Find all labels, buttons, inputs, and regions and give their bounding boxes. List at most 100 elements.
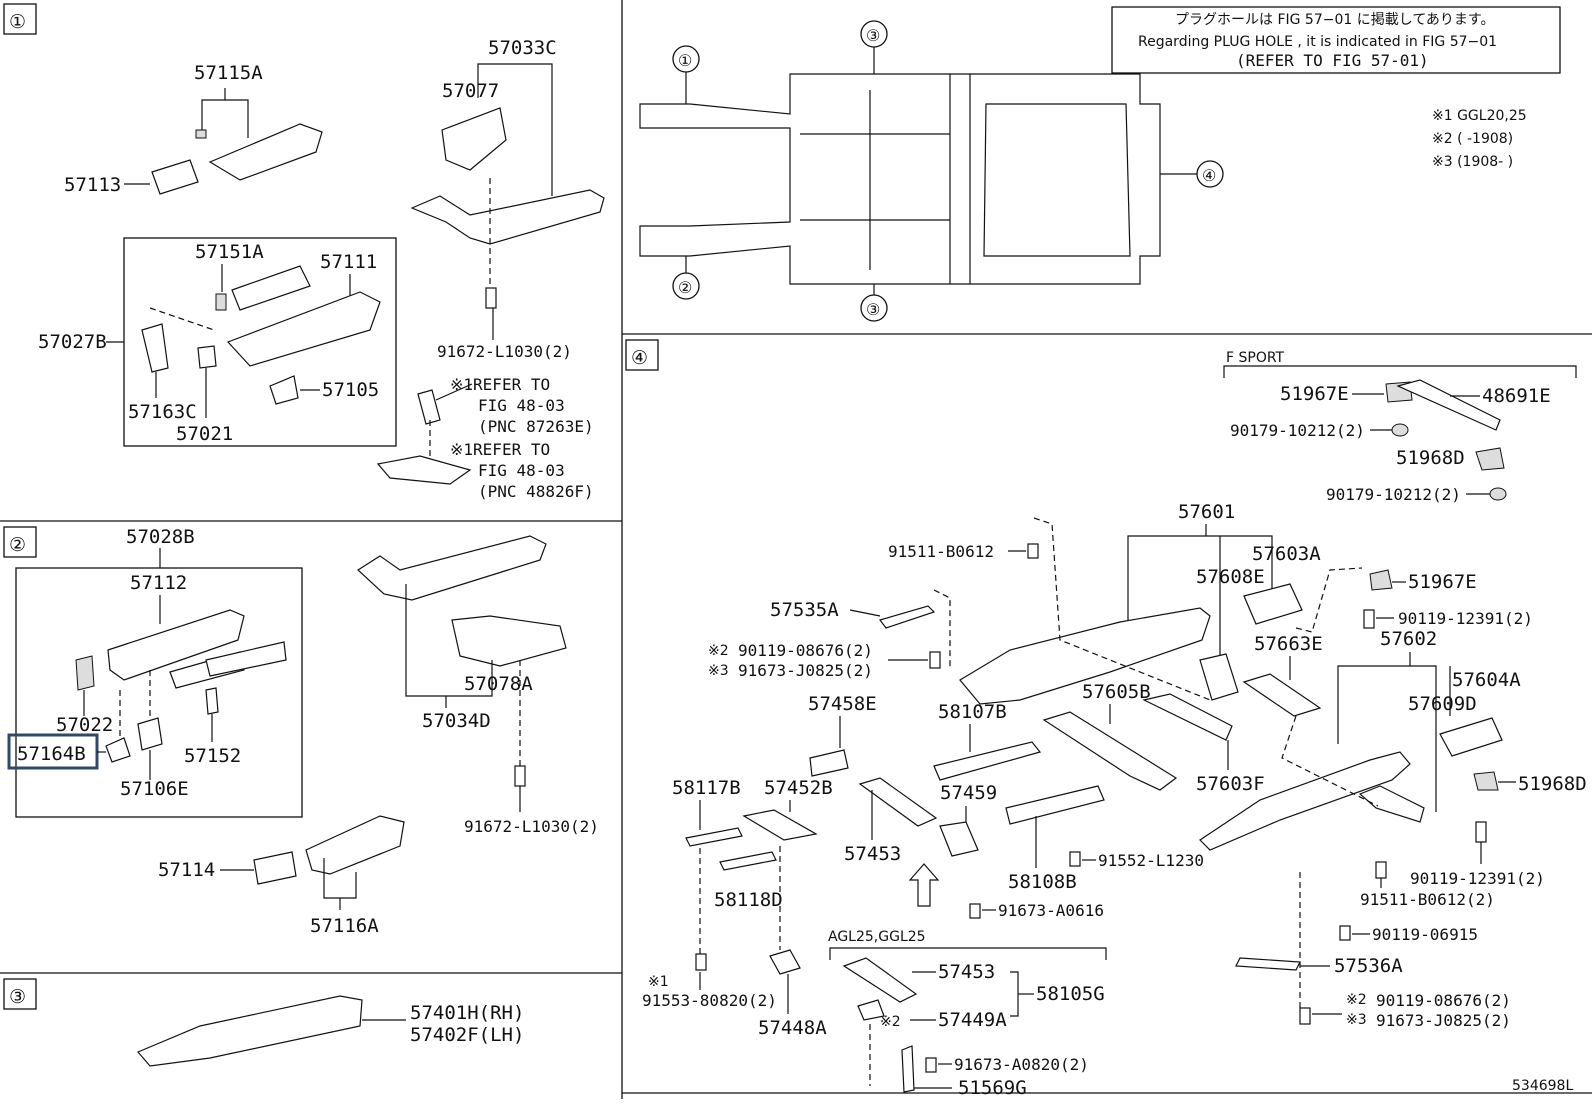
label-91552-L1230[interactable]: 91552-L1230 (1098, 851, 1204, 870)
label-57077[interactable]: 57077 (442, 80, 499, 102)
label-57151A[interactable]: 57151A (195, 241, 264, 263)
label-91672-L1030-s1[interactable]: 91672-L1030(2) (437, 342, 572, 361)
label-91672-L1030-s2[interactable]: 91672-L1030(2) (464, 817, 599, 836)
overview-callout-4[interactable]: ④ (1160, 160, 1224, 188)
label-90179-10212-b[interactable]: 90179-10212(2) (1326, 485, 1461, 504)
label-57603F[interactable]: 57603F (1196, 773, 1265, 795)
bracket-part-57603F (1142, 693, 1233, 741)
label-48691E[interactable]: 48691E (1482, 385, 1551, 407)
label-57448A[interactable]: 57448A (758, 1017, 827, 1039)
overview-callout-3-top[interactable]: ③ (860, 20, 888, 74)
overview-callout-1[interactable]: ① (672, 45, 700, 104)
plug-note-jp: プラグホールは FIG 57−01 に掲載してあります。 (1175, 12, 1495, 28)
plate-part-58117B (685, 827, 743, 847)
bracket-part-57077 (441, 107, 507, 171)
label-57111[interactable]: 57111 (320, 251, 377, 273)
label-58118D[interactable]: 58118D (714, 889, 783, 911)
label-57027B[interactable]: 57027B (38, 331, 107, 353)
label-51569G[interactable]: 51569G (958, 1077, 1027, 1099)
label-57402F[interactable]: 57402F(LH) (410, 1024, 524, 1046)
label-90119-12391-b[interactable]: 90119-12391(2) (1410, 869, 1545, 888)
overview-callout-2[interactable]: ② (672, 256, 700, 300)
section-4-parts: F SPORT 51967E 48691E 90179-10212(2) 519… (642, 350, 1587, 1099)
label-91511-B0612-2[interactable]: 91511-B0612(2) (1360, 890, 1495, 909)
label-57112[interactable]: 57112 (130, 572, 187, 594)
label-58107B[interactable]: 58107B (938, 701, 1007, 723)
label-57603A[interactable]: 57603A (1252, 543, 1321, 565)
label-90119-12391-a[interactable]: 90119-12391(2) (1398, 609, 1533, 628)
bracket-part-51569G (901, 1045, 915, 1093)
label-57034D[interactable]: 57034D (422, 710, 491, 732)
label-57152[interactable]: 57152 (184, 745, 241, 767)
label-57028B[interactable]: 57028B (126, 526, 195, 548)
note-3a: ※3 (708, 663, 729, 679)
ref-note-1c[interactable]: (PNC 87263E) (478, 417, 594, 436)
label-58105G[interactable]: 58105G (1036, 983, 1105, 1005)
label-57022[interactable]: 57022 (56, 714, 113, 736)
label-57163C[interactable]: 57163C (128, 401, 197, 423)
label-57453-agl[interactable]: 57453 (938, 961, 995, 983)
section-marker-1: ① (3, 3, 37, 35)
label-57608E[interactable]: 57608E (1196, 566, 1265, 588)
label-57602[interactable]: 57602 (1380, 628, 1437, 650)
label-57459[interactable]: 57459 (940, 782, 997, 804)
label-57113[interactable]: 57113 (64, 174, 121, 196)
label-57021[interactable]: 57021 (176, 423, 233, 445)
overview-callout-3-bottom[interactable]: ③ (860, 284, 888, 322)
svg-text:①: ① (678, 51, 692, 70)
label-57116A[interactable]: 57116A (310, 915, 379, 937)
label-57105[interactable]: 57105 (322, 379, 379, 401)
label-51968D-fsport[interactable]: 51968D (1396, 447, 1465, 469)
label-90119-08676-b[interactable]: 90119-08676(2) (1376, 991, 1511, 1010)
label-57536A[interactable]: 57536A (1334, 955, 1403, 977)
label-57114[interactable]: 57114 (158, 859, 215, 881)
label-57663E[interactable]: 57663E (1254, 633, 1323, 655)
bracket-part-57458E (809, 749, 849, 777)
label-91673-J0825-b[interactable]: 91673-J0825(2) (1376, 1011, 1511, 1030)
label-57033C[interactable]: 57033C (488, 37, 557, 59)
label-57449A[interactable]: 57449A (938, 1009, 1007, 1031)
label-91553-80820[interactable]: 91553-80820(2) (642, 991, 777, 1010)
label-57453[interactable]: 57453 (844, 843, 901, 865)
label-90119-06915[interactable]: 90119-06915 (1372, 925, 1478, 944)
label-90119-08676-a[interactable]: 90119-08676(2) (738, 641, 873, 660)
label-51967E[interactable]: 51967E (1408, 571, 1477, 593)
bracket-part-57448A (769, 949, 801, 975)
bracket-part-57164B (105, 737, 131, 763)
label-91673-J0825-a[interactable]: 91673-J0825(2) (738, 661, 873, 680)
label-51967E-fsport[interactable]: 51967E (1280, 383, 1349, 405)
label-57106E[interactable]: 57106E (120, 778, 189, 800)
ref-note-2c[interactable]: (PNC 48826F) (478, 482, 594, 501)
label-58108B[interactable]: 58108B (1008, 871, 1077, 893)
label-57164B[interactable]: 57164B (17, 743, 86, 765)
label-57535A[interactable]: 57535A (770, 599, 839, 621)
label-57115A[interactable]: 57115A (194, 62, 263, 84)
label-51968D[interactable]: 51968D (1518, 773, 1587, 795)
bracket-part-57449A (857, 999, 885, 1021)
bracket-part-57604A (1439, 717, 1503, 757)
label-57078A[interactable]: 57078A (464, 673, 533, 695)
label-57401H[interactable]: 57401H(RH) (410, 1002, 524, 1024)
plug-note-ref[interactable]: (REFER TO FIG 57-01) (1236, 51, 1429, 70)
model-legend: ※1 GGL20,25 ※2 ( -1908) ※3 (1908- ) (1432, 108, 1527, 170)
label-58117B[interactable]: 58117B (672, 777, 741, 799)
bracket-part-57536A (1235, 957, 1301, 971)
label-57452B[interactable]: 57452B (764, 777, 833, 799)
label-57605B[interactable]: 57605B (1082, 681, 1151, 703)
rail-part-57034D (357, 535, 547, 601)
bracket-part-57078A (451, 615, 567, 667)
label-91673-A0616[interactable]: 91673-A0616 (998, 901, 1104, 920)
group-box-57028B (15, 567, 303, 818)
label-57604A[interactable]: 57604A (1452, 669, 1521, 691)
label-91511-B0612[interactable]: 91511-B0612 (888, 542, 994, 561)
label-91673-A0820[interactable]: 91673-A0820(2) (954, 1055, 1089, 1074)
section-2-parts: 57028B 57112 57022 57164B 57106E 57152 5… (7, 526, 599, 937)
rail-part-57116A (305, 815, 405, 875)
label-57458E[interactable]: 57458E (808, 693, 877, 715)
brace-part-57163C (141, 323, 169, 373)
bracket-part-rear (205, 641, 287, 677)
label-57601[interactable]: 57601 (1178, 501, 1235, 523)
svg-text:②: ② (9, 534, 26, 556)
label-57609D[interactable]: 57609D (1408, 693, 1477, 715)
label-90179-10212-a[interactable]: 90179-10212(2) (1230, 421, 1365, 440)
